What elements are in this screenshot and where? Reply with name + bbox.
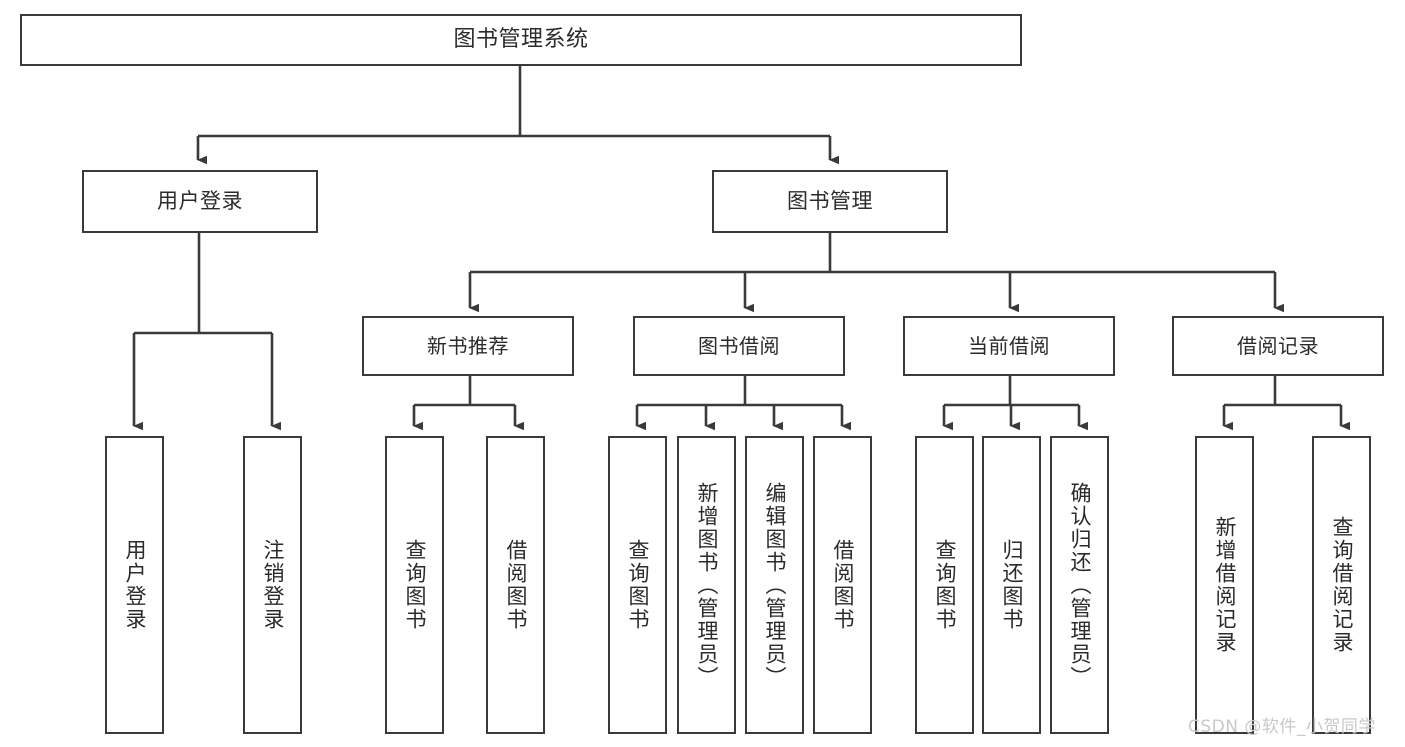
node-label: 新增图书（管理员） (695, 481, 720, 689)
node-label: 查询图书 (933, 539, 958, 631)
leaf-br-add-record[interactable]: 新增借阅记录 (1195, 436, 1254, 734)
leaf-nb-query-book[interactable]: 查询图书 (385, 436, 444, 734)
node-new-book-recommend[interactable]: 新书推荐 (362, 316, 574, 376)
node-label: 注销登录 (261, 539, 286, 631)
node-label: 图书借阅 (698, 333, 780, 358)
node-label: 查询图书 (626, 539, 651, 631)
leaf-cb-query-book[interactable]: 查询图书 (915, 436, 974, 734)
node-label: 归还图书 (1000, 539, 1025, 631)
leaf-cb-return-book[interactable]: 归还图书 (982, 436, 1041, 734)
node-current-borrow[interactable]: 当前借阅 (903, 316, 1115, 376)
node-label: 用户登录 (157, 188, 243, 213)
node-user-login[interactable]: 用户登录 (82, 170, 318, 233)
node-label: 编辑图书（管理员） (763, 481, 788, 689)
node-label: 查询图书 (403, 539, 428, 631)
node-label: 借阅图书 (504, 539, 529, 631)
leaf-logout[interactable]: 注销登录 (243, 436, 302, 734)
node-label: 借阅图书 (831, 539, 856, 631)
leaf-nb-borrow-book[interactable]: 借阅图书 (486, 436, 545, 734)
node-label: 确认归还（管理员） (1068, 481, 1093, 689)
node-label: 用户登录 (123, 539, 148, 631)
node-book-management[interactable]: 图书管理 (712, 170, 948, 233)
node-label: 新书推荐 (427, 333, 509, 358)
leaf-cb-confirm-return-admin[interactable]: 确认归还（管理员） (1050, 436, 1109, 734)
leaf-br-query-record[interactable]: 查询借阅记录 (1312, 436, 1371, 734)
csdn-watermark: CSDN @软件_小贺同学 (1188, 717, 1376, 737)
node-label: 图书管理 (787, 188, 873, 213)
node-label: 借阅记录 (1237, 333, 1319, 358)
leaf-bb-edit-book-admin[interactable]: 编辑图书（管理员） (745, 436, 804, 734)
node-book-borrow[interactable]: 图书借阅 (633, 316, 845, 376)
node-label: 图书管理系统 (453, 27, 589, 53)
node-label: 当前借阅 (968, 333, 1050, 358)
leaf-user-login[interactable]: 用户登录 (105, 436, 164, 734)
leaf-bb-borrow-book[interactable]: 借阅图书 (813, 436, 872, 734)
leaf-bb-query-book[interactable]: 查询图书 (608, 436, 667, 734)
node-borrow-record[interactable]: 借阅记录 (1172, 316, 1384, 376)
leaf-bb-add-book-admin[interactable]: 新增图书（管理员） (677, 436, 736, 734)
node-label: 查询借阅记录 (1330, 516, 1355, 654)
node-label: 新增借阅记录 (1213, 516, 1238, 654)
node-root-book-management-system[interactable]: 图书管理系统 (20, 14, 1022, 66)
